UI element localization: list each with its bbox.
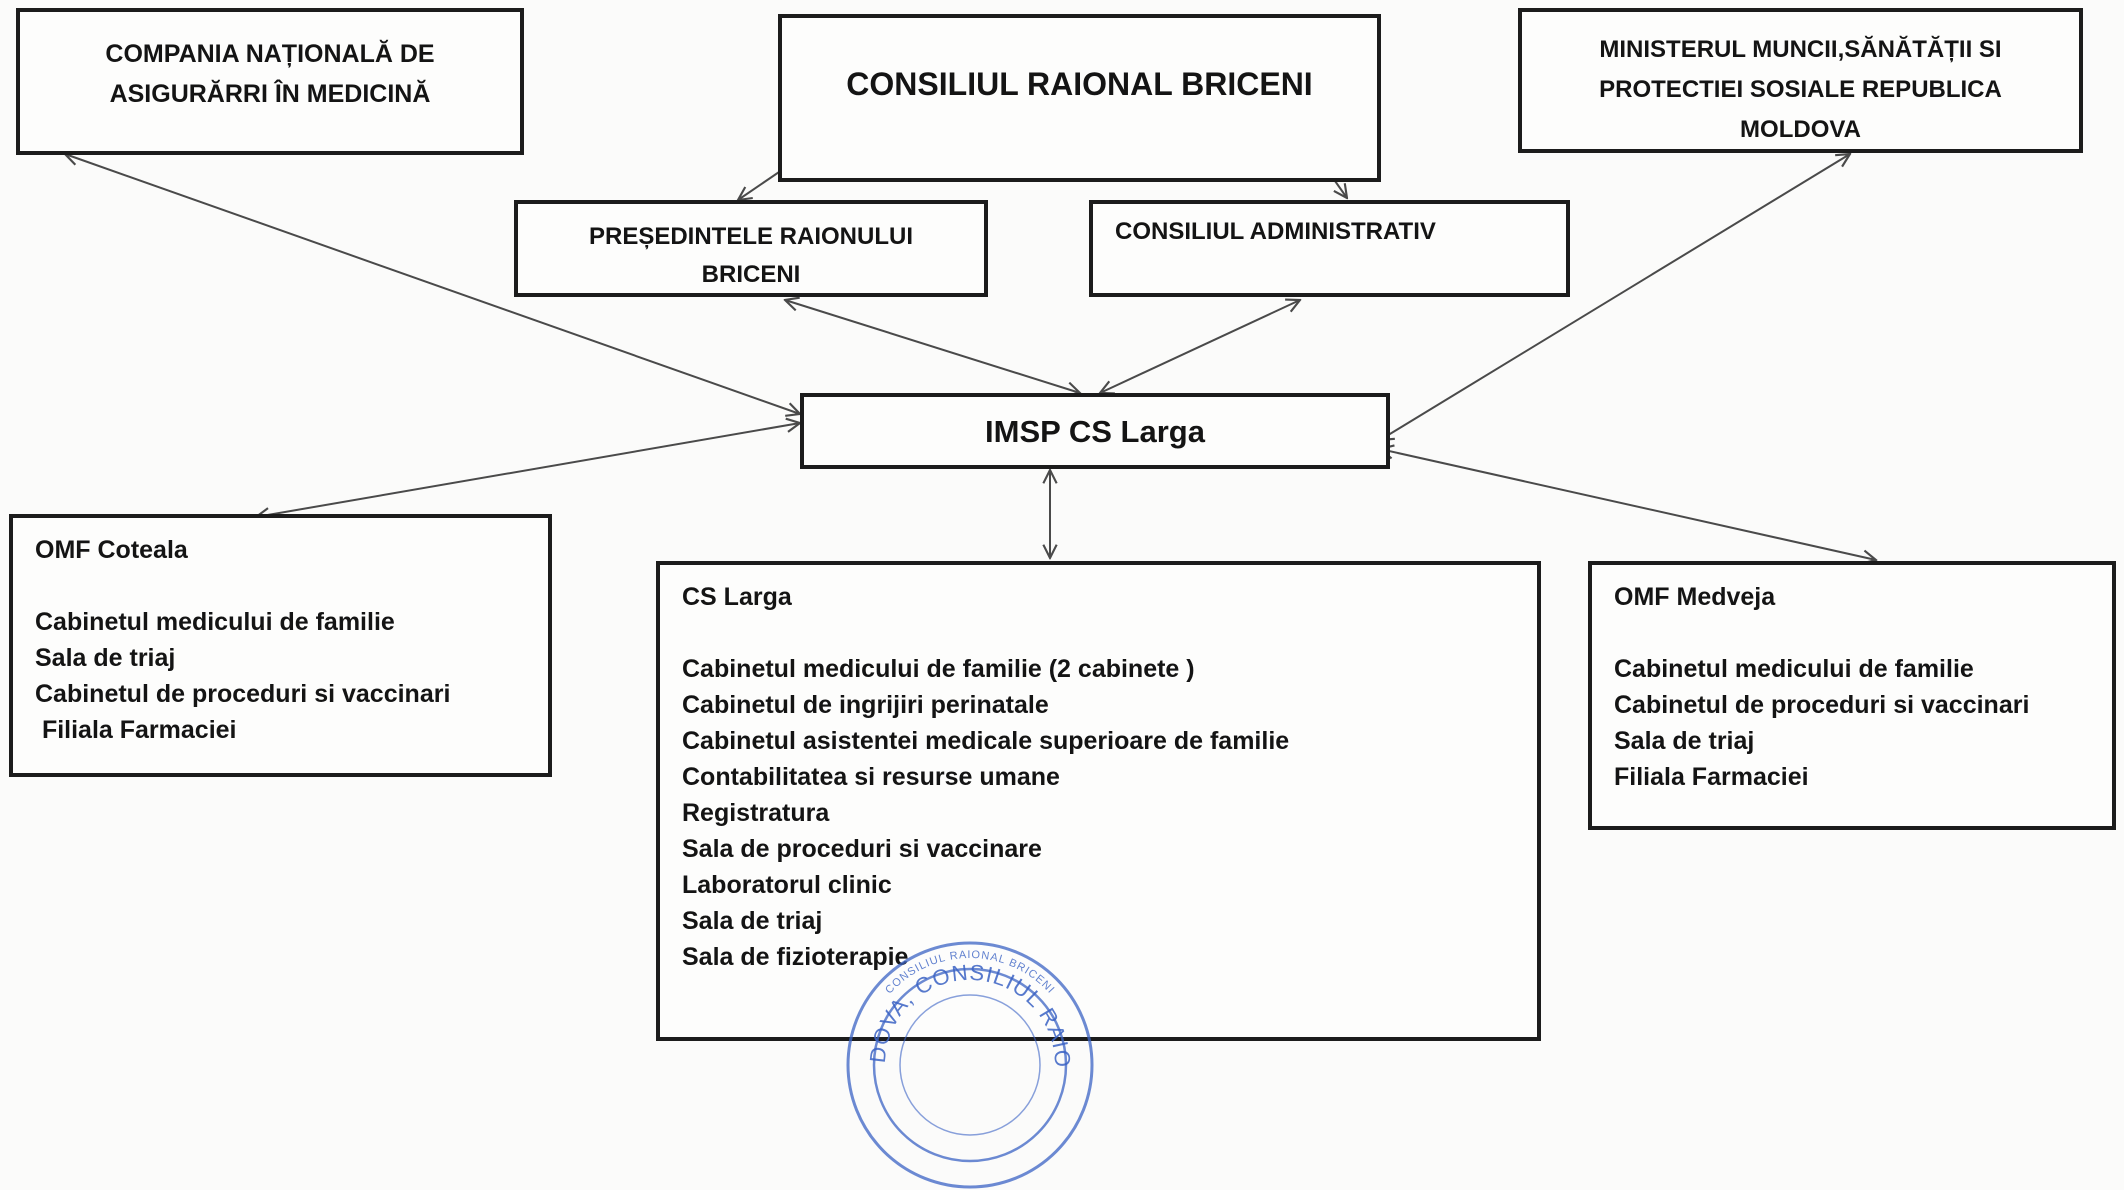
list-item: Contabilitatea si resurse umane	[682, 763, 1060, 791]
list-item: Sala de triaj	[682, 907, 823, 935]
list-item: Cabinetul de proceduri si vaccinari	[1614, 691, 2030, 719]
list-item: Filiala Farmaciei	[35, 716, 237, 744]
list-item: Filiala Farmaciei	[1614, 763, 1809, 791]
arrow-cons-admin-imsp	[1100, 300, 1300, 393]
list-item: Cabinetul de proceduri si vaccinari	[35, 680, 451, 708]
omf-coteala-title: OMF Coteala	[35, 536, 188, 564]
arrow-imsp-medveja	[1380, 449, 1876, 560]
presedinte-line2: BRICENI	[701, 261, 801, 288]
arrow-presedinte-imsp	[785, 300, 1080, 393]
consiliu-raional-label: CONSILIUL RAIONAL BRICENI	[846, 66, 1313, 102]
imsp-cs-larga-label: IMSP CS Larga	[985, 414, 1205, 449]
cnam-line1: COMPANIA NAȚIONALĂ DE	[105, 40, 435, 68]
minister-line3: MOLDOVA	[1740, 116, 1861, 143]
cnam-line2: ASIGURĂRRI ÎN MEDICINĂ	[109, 80, 431, 108]
imsp-cs-larga-box: IMSP CS Larga	[800, 393, 1390, 469]
list-item: Cabinetul medicului de familie	[35, 608, 395, 636]
list-item: Cabinetul de ingrijiri perinatale	[682, 691, 1049, 719]
presedinte-box: PREȘEDINTELE RAIONULUI BRICENI	[514, 200, 988, 297]
consiliu-raional-box: CONSILIUL RAIONAL BRICENI	[778, 14, 1381, 182]
consiliul-administrativ-label: CONSILIUL ADMINISTRATIV	[1115, 218, 1436, 245]
list-item: Sala de triaj	[1614, 727, 1755, 755]
official-stamp: MOLDOVA, CONSILIUL RAIONAL CONSILIUL RAI…	[845, 940, 1094, 1189]
minister-line2: PROTECTIEI SOSIALE REPUBLICA	[1599, 76, 2002, 103]
cs-larga-title: CS Larga	[682, 583, 792, 611]
list-item: Registratura	[682, 799, 830, 827]
list-item: Sala de triaj	[35, 644, 176, 672]
cnam-box: COMPANIA NAȚIONALĂ DE ASIGURĂRRI ÎN MEDI…	[16, 8, 524, 155]
list-item: Cabinetul asistentei medicale superioare…	[682, 727, 1290, 755]
omf-medveja-box: OMF Medveja Cabinetul medicului de famil…	[1588, 561, 2116, 830]
consiliul-administrativ-box: CONSILIUL ADMINISTRATIV	[1089, 200, 1570, 297]
arrow-minister-imsp	[1380, 154, 1850, 440]
minister-box: MINISTERUL MUNCII,SĂNĂTĂȚII SI PROTECTIE…	[1518, 8, 2083, 153]
list-item: Sala de proceduri si vaccinare	[682, 835, 1042, 863]
cs-larga-box: CS Larga Cabinetul medicului de familie …	[656, 561, 1541, 1041]
list-item: Laboratorul clinic	[682, 871, 892, 899]
list-item: Sala de fizioterapie	[682, 943, 909, 971]
omf-coteala-box: OMF Coteala Cabinetul medicului de famil…	[9, 514, 552, 777]
omf-medveja-title: OMF Medveja	[1614, 583, 1776, 611]
arrow-imsp-coteala	[256, 423, 800, 517]
list-item: Cabinetul medicului de familie (2 cabine…	[682, 655, 1195, 683]
list-item: Cabinetul medicului de familie	[1614, 655, 1974, 683]
presedinte-line1: PREȘEDINTELE RAIONULUI	[588, 223, 914, 250]
minister-line1: MINISTERUL MUNCII,SĂNĂTĂȚII SI	[1599, 36, 2002, 63]
